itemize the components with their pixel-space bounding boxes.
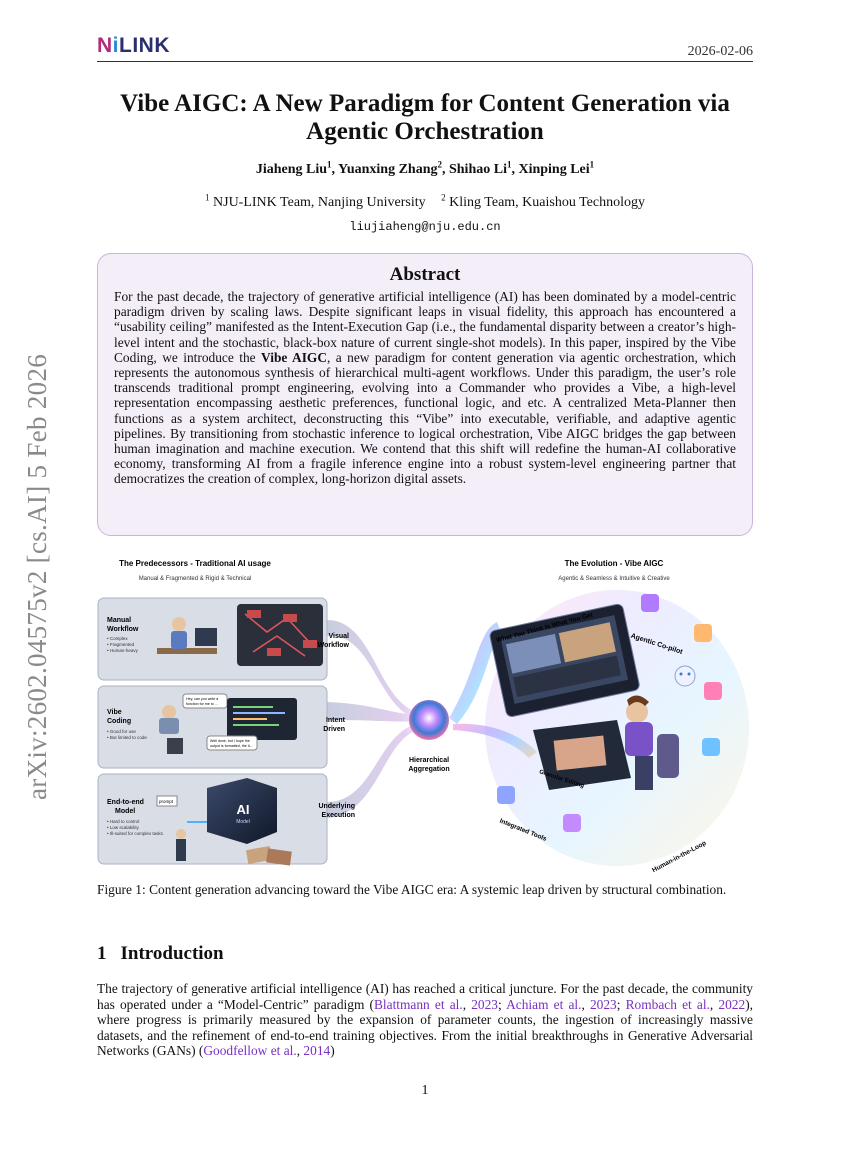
- flow-label: Underlying: [318, 803, 355, 810]
- output-image: [266, 848, 292, 866]
- svg-text:function for me to ...: function for me to ...: [186, 702, 218, 706]
- robot-icon: [674, 665, 696, 687]
- panel-title: End-to-end: [107, 799, 144, 806]
- flow-label: Driven: [323, 726, 345, 733]
- abstract-box: Abstract For the past decade, the trajec…: [97, 253, 753, 536]
- prompt-card: [156, 795, 178, 807]
- svg-text:Model: Model: [236, 819, 250, 825]
- paper-title: Vibe AIGC: A New Paradigm for Content Ge…: [120, 90, 730, 145]
- person-body: [159, 718, 179, 734]
- output-image: [245, 846, 273, 864]
- figure-illustration: The Predecessors - Traditional AI usage …: [97, 559, 749, 874]
- flow-ribbon-1: [327, 620, 427, 720]
- artist-head: [626, 701, 648, 723]
- flow-ribbon-3: [327, 722, 427, 818]
- main-monitor: [489, 603, 640, 718]
- right-column-title: The Evolution - Vibe AIGC: [565, 559, 664, 568]
- flow-ribbon-right-1: [449, 622, 501, 724]
- header-date: 2026-02-06: [687, 44, 753, 59]
- svg-text:Hey, can you write a: Hey, can you write a: [186, 697, 218, 701]
- camera-tool-icon: [702, 738, 720, 756]
- citation-link[interactable]: Blattmann et al.: [373, 996, 463, 1012]
- center-label: Hierarchical: [409, 757, 449, 764]
- citation-link[interactable]: 2023: [471, 996, 498, 1012]
- svg-text:Well done, but I hope the: Well done, but I hope the: [210, 739, 250, 743]
- right-column-subtitle: Agentic & Seamless & Intuitive & Creativ…: [558, 576, 670, 582]
- author-name: Yuanxing Zhang: [338, 162, 438, 177]
- citation-link[interactable]: Achiam et al.: [506, 996, 582, 1012]
- edit-tool-icon: [694, 624, 712, 642]
- author-name: Jiaheng Liu: [255, 162, 328, 177]
- panel-bullet: • Fragmented: [107, 642, 135, 647]
- citation-link[interactable]: 2022: [718, 996, 746, 1012]
- person-head: [162, 705, 176, 719]
- panel-title: Coding: [107, 718, 131, 725]
- monitor: [195, 628, 217, 646]
- flow-label: Execution: [322, 812, 355, 819]
- flow-ribbon-right-2: [453, 723, 537, 758]
- figure-caption: Figure 1: Content generation advancing t…: [97, 882, 727, 897]
- author-name: Shihao Li: [448, 162, 507, 177]
- svg-text:output is formatted, the ti...: output is formatted, the ti...: [210, 744, 253, 748]
- artist-hair: [627, 695, 649, 706]
- chair: [657, 734, 679, 778]
- arxiv-identifier: arXiv:2602.04575v2 [cs.AI] 5 Feb 2026: [22, 353, 52, 800]
- panel-bullet: • But limited to code: [107, 735, 147, 740]
- page-number: 1: [421, 1083, 429, 1098]
- magic-tool-icon: [563, 814, 581, 832]
- artist-legs: [635, 756, 653, 790]
- tangled-wires: [244, 613, 312, 657]
- flow-label: Visual: [329, 633, 350, 640]
- audio-tool-icon: [497, 786, 515, 804]
- flow-label: Workflow: [318, 642, 350, 649]
- abstract-text: For the past decade, the trajectory of g…: [114, 289, 736, 487]
- figure-1: The Predecessors - Traditional AI usage …: [97, 552, 753, 876]
- author-name: Xinping Lei: [518, 162, 590, 177]
- panel-bullet: • Ill-suited for complex tasks: [107, 831, 164, 836]
- speech-bubble: [206, 735, 258, 751]
- author-list: Jiaheng Liu1, Yuanxing Zhang2, Shihao Li…: [255, 159, 595, 177]
- abstract-heading: Abstract: [389, 264, 461, 285]
- flow-label: Intent: [326, 717, 346, 724]
- panel-title: Vibe: [107, 709, 122, 716]
- panel-title: Manual: [107, 617, 131, 624]
- left-column-title: The Predecessors - Traditional AI usage: [119, 559, 271, 568]
- page-header: NiLINK 2026-02-06: [97, 34, 753, 62]
- desk: [157, 648, 217, 654]
- panel-bullet: • Human-heavy: [107, 648, 139, 653]
- hierarchical-aggregation-orb: [409, 700, 449, 740]
- intro-paragraph: The trajectory of generative artificial …: [97, 981, 753, 1058]
- citation-link[interactable]: 2014: [303, 1043, 331, 1058]
- music-tool-icon: [704, 682, 722, 700]
- svg-text:prompt: prompt: [159, 799, 174, 804]
- chair: [167, 738, 183, 754]
- left-column-subtitle: Manual & Fragmented & Rigid & Technical: [139, 576, 252, 582]
- tablet-artwork: [553, 735, 607, 771]
- affiliation: 1 NJU-LINK Team, Nanjing University: [205, 192, 426, 210]
- mic-tool-icon: [641, 594, 659, 612]
- ai-cube: [207, 778, 277, 844]
- panel-bullet: • Low scalability: [107, 825, 140, 830]
- citation-link[interactable]: Rombach et al.: [625, 996, 710, 1012]
- panel-bullet: • Hard to control: [107, 819, 139, 824]
- person-body: [171, 631, 187, 649]
- affiliation: 2 Kling Team, Kuaishou Technology: [441, 192, 645, 210]
- workflow-screen: [237, 604, 323, 666]
- contact-email[interactable]: liujiaheng@nju.edu.cn: [349, 220, 501, 234]
- svg-text:AI: AI: [237, 802, 250, 817]
- citation-link[interactable]: 2023: [589, 996, 617, 1012]
- panel-title: Workflow: [107, 626, 139, 633]
- panel-title: Model: [115, 808, 135, 815]
- person-body: [176, 839, 186, 861]
- person-head: [172, 617, 186, 631]
- person-head: [176, 829, 186, 839]
- affiliations: 1 NJU-LINK Team, Nanjing University 2 Kl…: [80, 192, 770, 211]
- center-label: Aggregation: [408, 766, 449, 773]
- citation-link[interactable]: Goodfellow et al.: [203, 1043, 297, 1058]
- artist-body: [625, 722, 653, 756]
- panel-bullet: • Good for use: [107, 729, 136, 734]
- panel-bullet: • Complex: [107, 636, 128, 641]
- njulink-logo: NiLINK: [97, 34, 171, 57]
